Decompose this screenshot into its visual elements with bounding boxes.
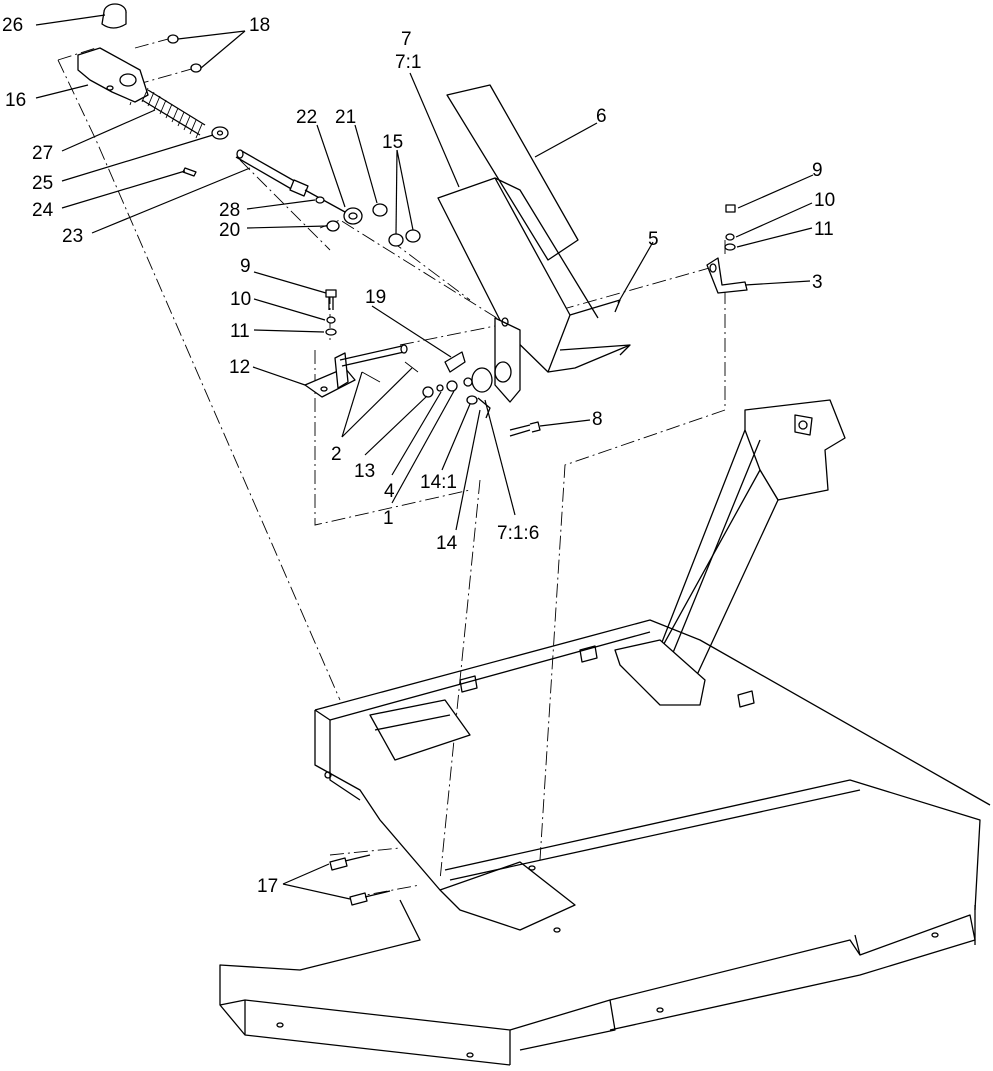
bracket-16 <box>77 47 149 103</box>
nut-18b <box>190 63 202 73</box>
callout-18: 18 <box>249 15 270 36</box>
spring-rod-assembly <box>77 3 421 247</box>
callout-10-right: 10 <box>814 190 835 211</box>
pin-19 <box>444 351 466 373</box>
spring-27 <box>141 87 206 139</box>
callout-14: 14 <box>436 533 458 554</box>
callout-10-left: 10 <box>230 289 251 310</box>
pedal-bracket <box>494 317 521 403</box>
callout-20: 20 <box>219 220 240 241</box>
roller <box>471 367 493 393</box>
nut-13 <box>422 386 434 398</box>
callout-7-1-6: 7:1:6 <box>497 523 539 544</box>
callout-27: 27 <box>32 143 53 164</box>
washer-20 <box>326 220 340 232</box>
callout-6: 6 <box>596 106 607 127</box>
callout-11-left: 11 <box>230 321 250 342</box>
callout-8: 8 <box>592 409 603 430</box>
callout-16: 16 <box>5 90 26 111</box>
pedal-assembly <box>422 84 631 437</box>
callout-12: 12 <box>229 357 250 378</box>
washer-4 <box>436 384 444 392</box>
bolt-17b <box>349 892 368 906</box>
floor-pan <box>219 619 991 1066</box>
spacer-15b <box>405 229 421 243</box>
callout-23: 23 <box>62 226 83 247</box>
bearing-22 <box>343 207 363 225</box>
callout-15: 15 <box>382 132 403 153</box>
callout-28: 28 <box>219 200 240 221</box>
callout-19: 19 <box>365 287 386 308</box>
callout-labels: 26 18 16 27 25 24 23 7 7:1 6 22 21 15 28… <box>2 15 835 897</box>
callout-4: 4 <box>384 481 395 502</box>
key-24 <box>182 167 197 177</box>
callout-9-right: 9 <box>812 160 823 181</box>
spacer-15a <box>388 233 404 247</box>
callout-13: 13 <box>354 461 375 482</box>
callout-24: 24 <box>32 200 54 221</box>
assembly-guide-lines <box>57 37 726 899</box>
rod-23 <box>235 149 346 213</box>
callout-7-1: 7:1 <box>395 52 421 73</box>
leader-lines <box>35 14 814 900</box>
callout-9-left: 9 <box>240 256 251 277</box>
spacer-21 <box>372 203 388 217</box>
callout-1: 1 <box>383 508 394 529</box>
washer-28 <box>315 196 325 204</box>
callout-22: 22 <box>296 107 317 128</box>
washer-25 <box>211 126 229 140</box>
callout-26: 26 <box>2 15 23 36</box>
callout-21: 21 <box>335 107 356 128</box>
right-bracket-assembly <box>706 204 748 294</box>
callout-14-1: 14:1 <box>420 472 457 493</box>
left-bracket-assembly <box>304 289 419 398</box>
bolt-8 <box>509 421 541 437</box>
callout-3: 3 <box>812 272 823 293</box>
bracket-3 <box>706 257 748 294</box>
callout-17: 17 <box>257 876 278 897</box>
callout-7: 7 <box>401 29 412 50</box>
control-tower <box>614 399 846 706</box>
pedal-pad-6 <box>446 84 579 261</box>
cotter-pins-2 <box>361 361 419 383</box>
callout-2: 2 <box>331 444 342 465</box>
nut-18a <box>167 34 179 44</box>
bolt-9-right <box>725 204 736 213</box>
bolt-9-left <box>325 289 337 298</box>
pedal-arm-7 <box>437 177 571 373</box>
bolt-17a <box>329 857 348 871</box>
callout-5: 5 <box>648 229 659 250</box>
bushing-26 <box>101 3 127 29</box>
callout-25: 25 <box>32 173 53 194</box>
washer-14-1 <box>466 395 478 405</box>
bushing-1 <box>446 380 458 392</box>
spring-pin-14 <box>477 397 491 419</box>
callout-11-right: 11 <box>814 219 834 240</box>
